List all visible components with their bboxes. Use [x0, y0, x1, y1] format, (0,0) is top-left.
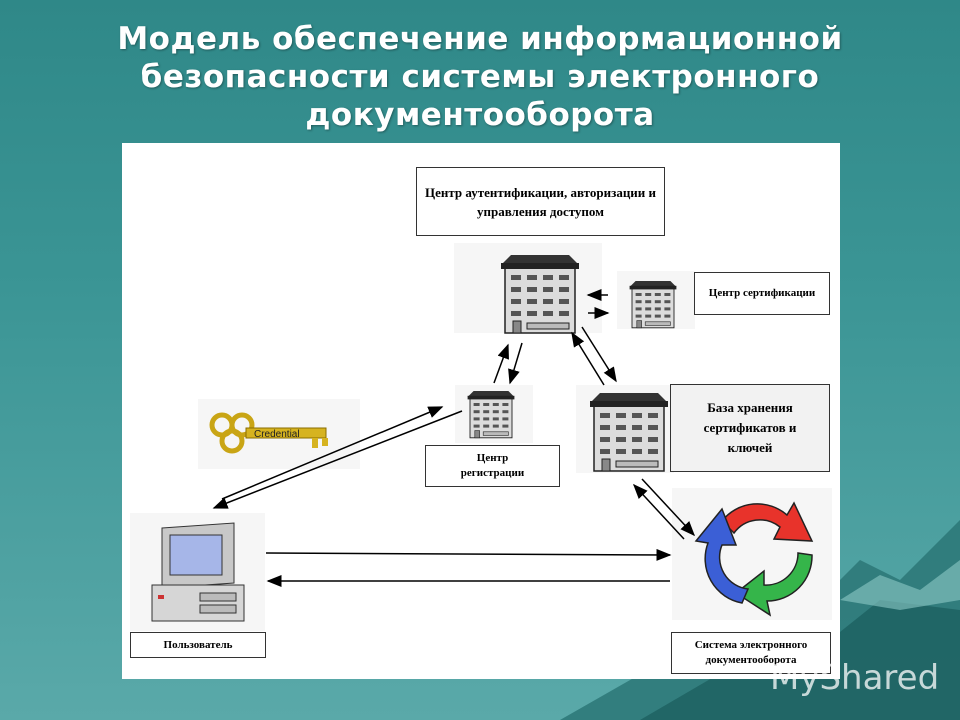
cert-store-building-icon [589, 392, 669, 472]
diagram-panel: Credential [122, 143, 840, 679]
edms-cycle-icon [672, 488, 832, 620]
connection-arrows [212, 289, 696, 587]
user-computer-icon [130, 513, 265, 631]
diagram-canvas: Credential [130, 243, 832, 631]
key-label: Credential [254, 429, 300, 440]
user-label: Пользователь [130, 632, 266, 658]
cert-store-label: База хранения сертификатов и ключей [670, 384, 830, 472]
edms-label: Система электронного документооборота [671, 632, 831, 674]
reg-center-building-icon [467, 390, 515, 439]
watermark-text: MyShared [770, 658, 940, 698]
cert-center-building-icon [629, 280, 677, 329]
cert-center-label: Центр сертификации [694, 272, 830, 315]
page-title: Модель обеспечение информационной безопа… [117, 21, 843, 133]
auth-center-label: Центр аутентификации, авторизации и упра… [416, 167, 665, 236]
auth-center-building-icon [500, 254, 580, 334]
reg-center-label: Центр регистрации [425, 445, 560, 487]
credential-key-icon: Credential [198, 399, 360, 469]
